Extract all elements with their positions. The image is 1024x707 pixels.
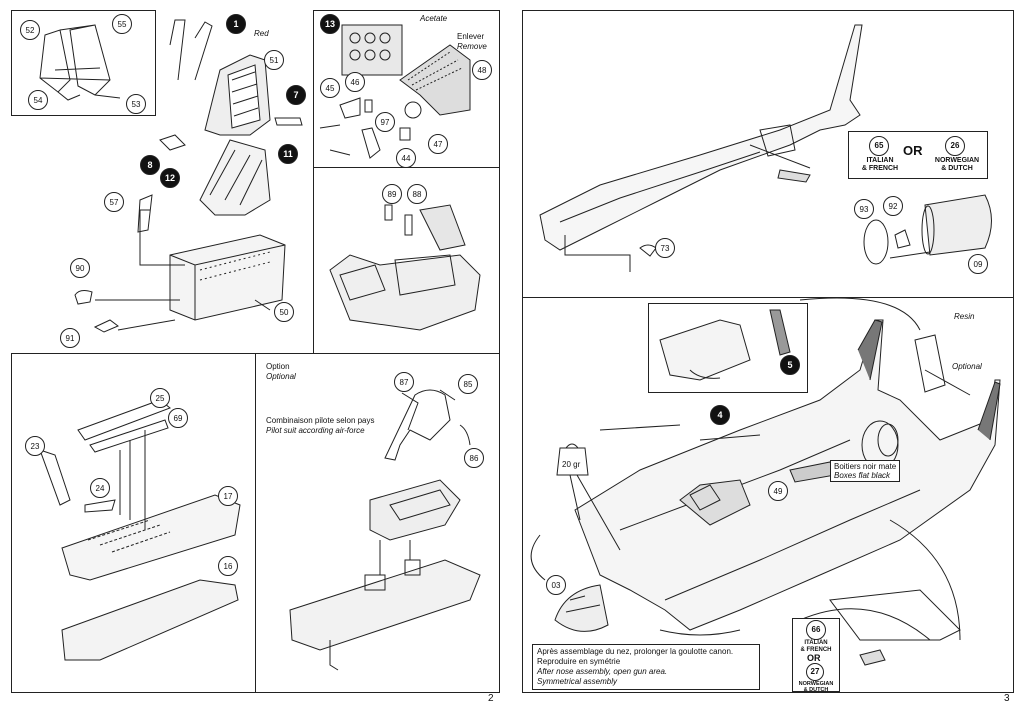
part-callout: 86	[464, 448, 484, 468]
part-callout: 46	[345, 72, 365, 92]
part-callout-step: 12	[160, 168, 180, 188]
part-callout: 69	[168, 408, 188, 428]
part-callout: 88	[407, 184, 427, 204]
part-callout: 27	[806, 663, 824, 681]
part-callout: 24	[90, 478, 110, 498]
part-callout: 57	[104, 192, 124, 212]
part-callout: 93	[854, 199, 874, 219]
part-callout: 85	[458, 374, 478, 394]
part-callout-step: 1	[226, 14, 246, 34]
suit-fr-label: Combinaison pilote selon pays	[266, 416, 375, 425]
boxes-note: Boitiers noir mate Boxes flat black	[830, 460, 901, 482]
part-callout: 52	[20, 20, 40, 40]
part-callout-step: 11	[278, 144, 298, 164]
part-callout-step: 7	[286, 85, 306, 105]
part-callout: 51	[264, 50, 284, 70]
option-fr-label: Option	[266, 362, 290, 371]
part-callout: 50	[274, 302, 294, 322]
part-callout: 45	[320, 78, 340, 98]
part-callout: 55	[112, 14, 132, 34]
part-callout-step: 5	[780, 355, 800, 375]
resin-label: Resin	[954, 312, 975, 321]
choice-top-left-label: ITALIAN & FRENCH	[861, 157, 899, 172]
part-callout-step: 13	[320, 14, 340, 34]
choice-bottom-bottom-label: NORWEGIAN & DUTCH	[798, 681, 834, 693]
choice-top-or: OR	[903, 143, 923, 158]
part-callout: 54	[28, 90, 48, 110]
part-callout: 53	[126, 94, 146, 114]
part-callout: 03	[546, 575, 566, 595]
option-en-label: Optional	[266, 372, 296, 381]
page-number-left: 2	[488, 693, 494, 704]
part-callout: 87	[394, 372, 414, 392]
choice-bottom-top-label: ITALIAN & FRENCH	[800, 640, 832, 653]
choice-top-right-label: NORWEGIAN & DUTCH	[934, 157, 980, 172]
panel-pilot-option	[255, 353, 500, 693]
part-callout: 48	[472, 60, 492, 80]
choice-bottom-or: OR	[807, 653, 821, 663]
part-callout: 97	[375, 112, 395, 132]
part-callout-step: 4	[710, 405, 730, 425]
acetate-label: Acetate	[420, 14, 448, 23]
remove-label: Remove	[457, 42, 487, 51]
part-callout: 16	[218, 556, 238, 576]
part-callout: 26	[945, 136, 965, 156]
marking-choice-bottom: 66 ITALIAN & FRENCH OR 27 NORWEGIAN & DU…	[792, 618, 840, 693]
weight-label: 20 gr	[562, 460, 581, 469]
nose-assembly-note: Après assemblage du nez, prolonger la go…	[532, 644, 760, 690]
panel-detail-inset	[648, 303, 808, 393]
part-callout: 09	[968, 254, 988, 274]
part-callout-step: 8	[140, 155, 160, 175]
part-callout: 47	[428, 134, 448, 154]
part-callout: 23	[25, 436, 45, 456]
part-callout: 90	[70, 258, 90, 278]
suit-en-label: Pilot suit according air-force	[266, 426, 365, 435]
part-callout: 89	[382, 184, 402, 204]
part-callout: 73	[655, 238, 675, 258]
seat-color-note: Red	[254, 29, 269, 38]
part-callout: 44	[396, 148, 416, 168]
marking-choice-top: 65 26 ITALIAN & FRENCH OR NORWEGIAN & DU…	[848, 131, 988, 179]
enlever-label: Enlever	[457, 32, 485, 41]
part-callout: 66	[806, 620, 826, 640]
panel-seat-frame	[11, 10, 156, 116]
page-number-right: 3	[1004, 693, 1010, 704]
panel-final-assembly	[522, 297, 1014, 693]
part-callout: 65	[869, 136, 889, 156]
part-callout: 92	[883, 196, 903, 216]
part-callout: 25	[150, 388, 170, 408]
part-callout: 49	[768, 481, 788, 501]
part-callout: 17	[218, 486, 238, 506]
part-callout: 91	[60, 328, 80, 348]
optional-label: Optional	[952, 362, 982, 371]
